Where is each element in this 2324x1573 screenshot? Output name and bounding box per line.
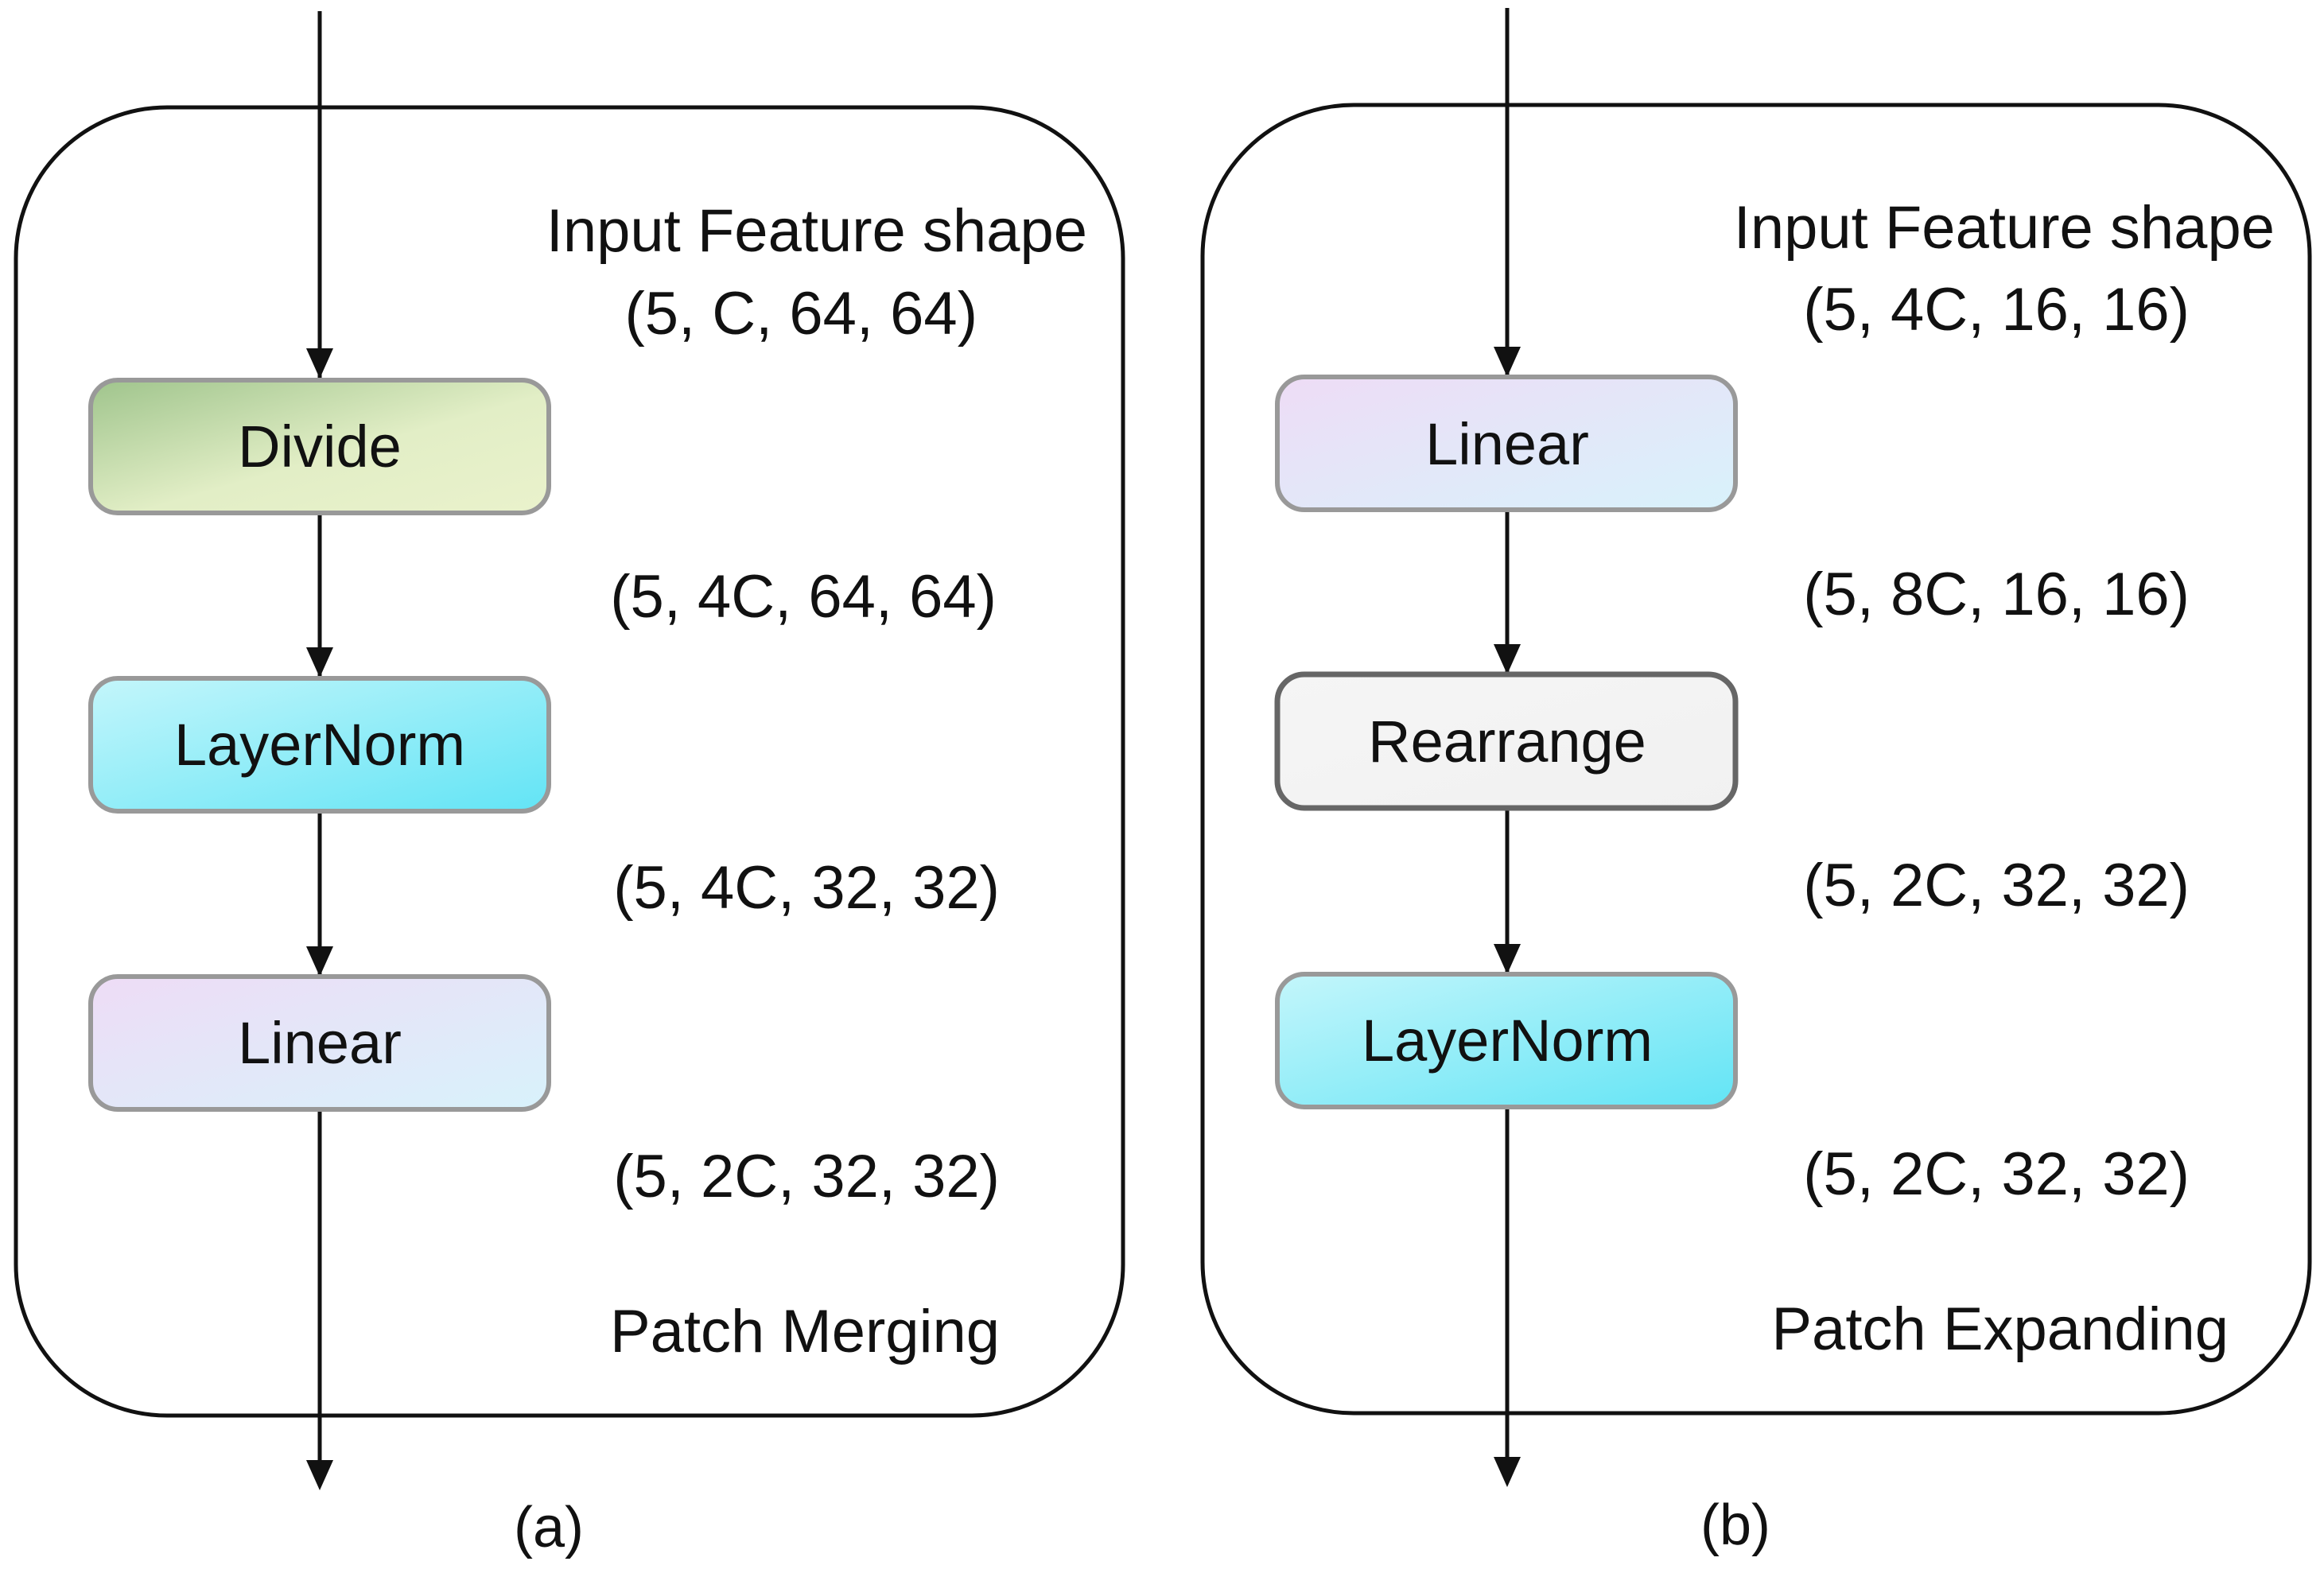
panel-a: Divide LayerNorm Linear Input Feature sh… bbox=[14, 11, 1125, 1559]
divide-block: Divide bbox=[88, 378, 551, 515]
shape-label: (5, 2C, 32, 32) bbox=[1803, 1140, 2190, 1208]
input-feature-label: Input Feature shape bbox=[1734, 194, 2275, 262]
input-feature-label: Input Feature shape bbox=[546, 197, 1087, 265]
shape-label: (5, 8C, 16, 16) bbox=[1803, 561, 2190, 628]
panel-b-caption: (b) bbox=[1700, 1493, 1770, 1557]
shape-label: (5, 4C, 32, 32) bbox=[613, 854, 1000, 922]
linear-block-label: Linear bbox=[238, 1010, 402, 1076]
rearrange-block: Rearrange bbox=[1274, 671, 1739, 811]
arrowhead-icon bbox=[306, 647, 333, 678]
layernorm-block: LayerNorm bbox=[88, 676, 551, 814]
arrowhead-icon bbox=[1494, 944, 1521, 974]
layernorm-block: LayerNorm bbox=[1275, 972, 1738, 1109]
layernorm-block-label: LayerNorm bbox=[174, 712, 465, 778]
shape-label: (5, 2C, 32, 32) bbox=[1803, 852, 2190, 919]
arrowhead-icon bbox=[1494, 644, 1521, 674]
panel-b: Linear Rearrange LayerNorm Input Feature… bbox=[1200, 8, 2312, 1557]
arrowhead-icon bbox=[1494, 347, 1521, 377]
layernorm-block-label: LayerNorm bbox=[1362, 1008, 1653, 1074]
shape-label: (5, 2C, 32, 32) bbox=[613, 1143, 1000, 1210]
shape-label: (5, 4C, 64, 64) bbox=[610, 563, 997, 631]
arrowhead-icon bbox=[306, 946, 333, 977]
panel-b-title: Patch Expanding bbox=[1771, 1295, 2229, 1363]
panel-a-caption: (a) bbox=[514, 1496, 584, 1559]
input-shape-label: (5, 4C, 16, 16) bbox=[1803, 276, 2190, 344]
panel-a-title: Patch Merging bbox=[610, 1298, 1000, 1365]
linear-block-label: Linear bbox=[1425, 411, 1589, 477]
arrowhead-icon bbox=[306, 1460, 333, 1490]
divide-block-label: Divide bbox=[238, 414, 402, 480]
arrowhead-icon bbox=[1494, 1457, 1521, 1487]
linear-block: Linear bbox=[88, 974, 551, 1112]
input-shape-label: (5, C, 64, 64) bbox=[624, 280, 977, 348]
rearrange-block-label: Rearrange bbox=[1368, 709, 1646, 775]
linear-block: Linear bbox=[1275, 375, 1738, 512]
arrowhead-icon bbox=[306, 348, 333, 379]
